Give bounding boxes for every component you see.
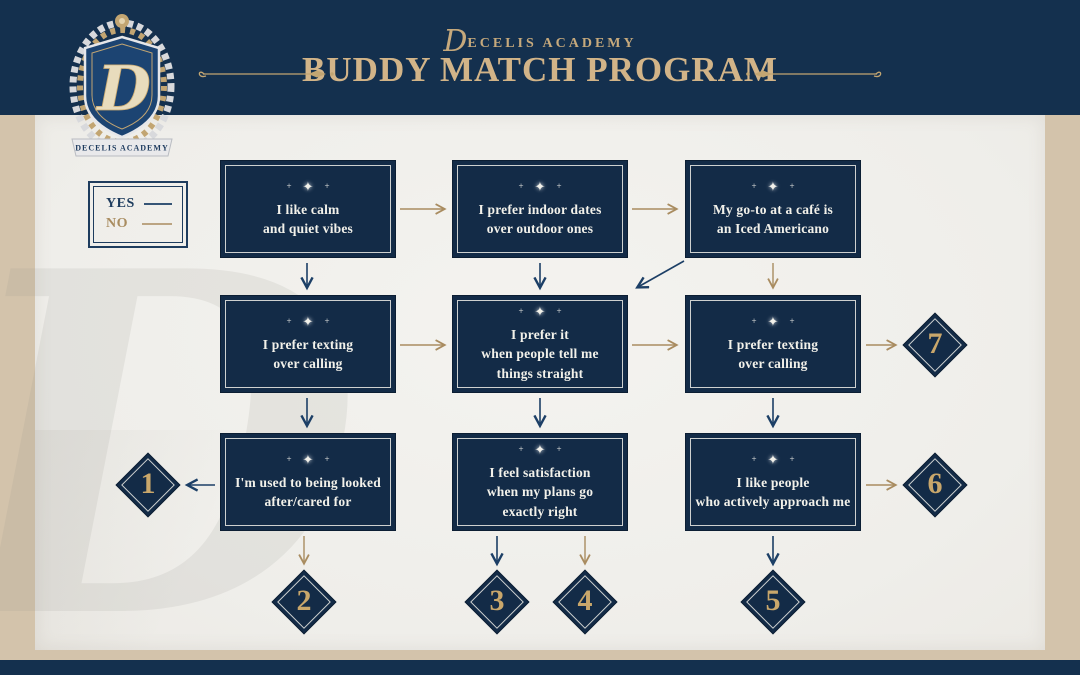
result-diamond-3: 3 (464, 569, 530, 635)
academy-name-rest: ECELIS ACADEMY (467, 36, 637, 51)
result-number: 6 (927, 467, 943, 500)
flourish-left-ornament (198, 70, 334, 78)
yes-no-legend: YES NO (88, 181, 188, 248)
crest-shield-inner-line (91, 43, 153, 130)
flourish-right-ornament (746, 70, 882, 78)
header-band: DECELIS ACADEMY BUDDY MATCH PROGRAM (0, 0, 1080, 115)
result-number: 2 (296, 584, 312, 617)
result-diamond-4: 4 (552, 569, 618, 635)
crest-ribbon-text: DECELIS ACADEMY (75, 144, 168, 153)
result-diamond-6: 6 (902, 452, 968, 518)
crest-shield (83, 35, 161, 139)
legend-inner-frame: YES NO (93, 186, 183, 243)
result-diamond-5: 5 (740, 569, 806, 635)
sparkle-ornament: +✦+ (286, 178, 330, 194)
page-title: BUDDY MATCH PROGRAM (302, 50, 778, 89)
result-number: 1 (140, 467, 156, 500)
result-number: 5 (765, 584, 781, 617)
sparkle-ornament: +✦+ (751, 451, 795, 467)
result-diamond-1: 1 (115, 452, 181, 518)
crest-monogram: D (95, 52, 151, 125)
sparkle-ornament: +✦+ (286, 451, 330, 467)
crest-ribbon (71, 138, 173, 157)
result-diamond-7: 7 (902, 312, 968, 378)
crest-wreath-gold (77, 27, 167, 145)
result-number: 7 (927, 327, 943, 360)
result-diamond-2: 2 (271, 569, 337, 635)
academy-name: DECELIS ACADEMY (0, 24, 1080, 59)
legend-yes-label: YES (106, 196, 135, 211)
result-number: 4 (577, 584, 593, 617)
legend-yes-arrow-icon (143, 203, 172, 205)
bottom-navy-strip (0, 660, 1080, 675)
legend-row-yes: YES (106, 194, 172, 214)
legend-no-label: NO (106, 216, 128, 231)
sparkle-ornament: +✦+ (518, 304, 562, 320)
sparkle-ornament: +✦+ (751, 178, 795, 194)
sparkle-ornament: +✦+ (518, 178, 562, 194)
academy-name-initial: D (443, 24, 468, 59)
result-number: 3 (489, 584, 505, 617)
sparkle-ornament: +✦+ (751, 313, 795, 329)
sparkle-ornament: +✦+ (286, 313, 330, 329)
legend-row-no: NO (106, 214, 172, 234)
sparkle-ornament: +✦+ (518, 442, 562, 458)
crest-top-ornament-center (119, 18, 125, 24)
legend-no-arrow-icon (142, 223, 172, 225)
academy-crest: D DECELIS ACADEMY (58, 8, 186, 163)
